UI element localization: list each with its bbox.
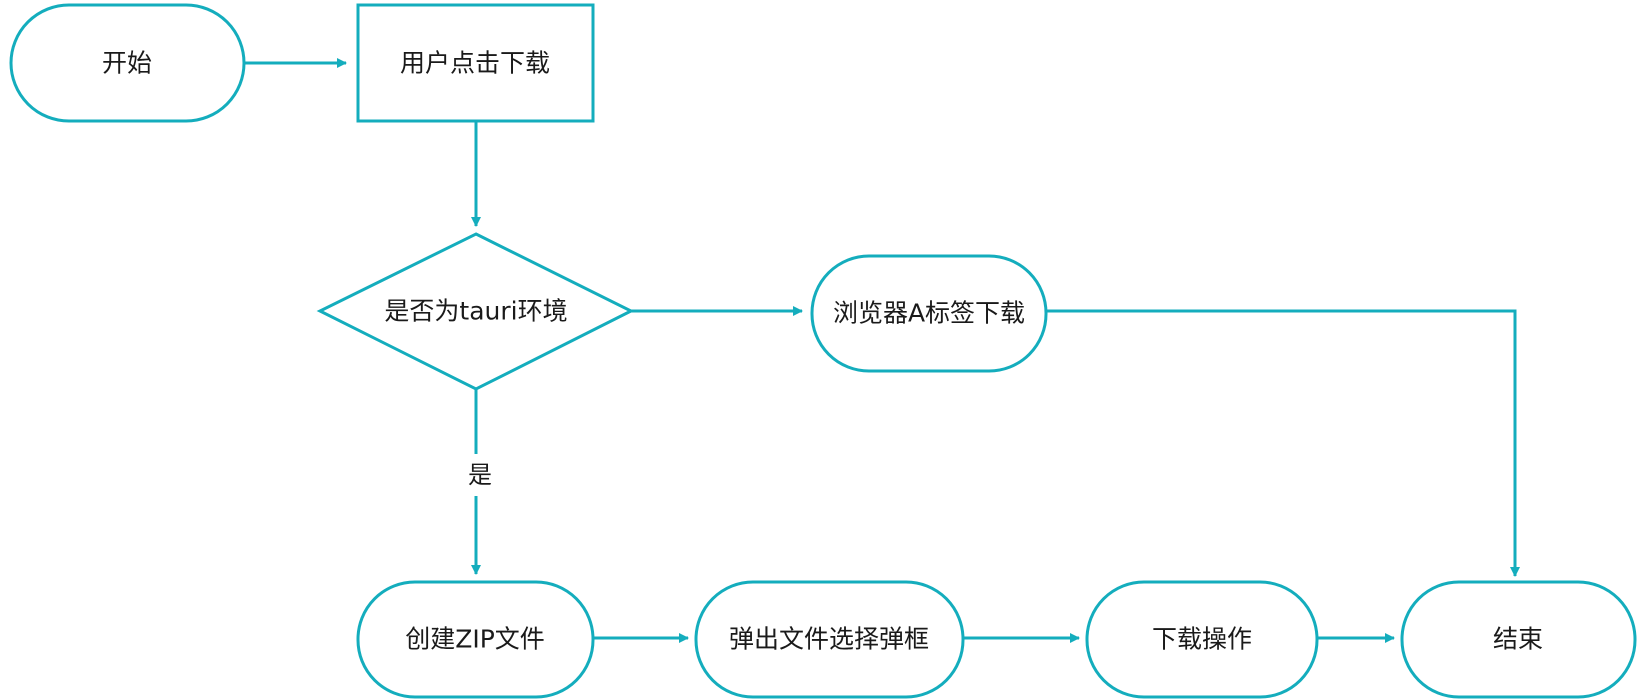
node-create-zip: 创建ZIP文件 — [356, 580, 595, 699]
node-download-op-label: 下载操作 — [1152, 625, 1252, 654]
node-browser-download-label: 浏览器A标签下载 — [833, 299, 1025, 328]
edge-label-yes: 是 — [458, 454, 494, 496]
node-end: 结束 — [1400, 580, 1637, 699]
node-is-tauri: 是否为tauri环境 — [316, 232, 635, 391]
node-download-op: 下载操作 — [1085, 580, 1319, 699]
node-click-download-label: 用户点击下载 — [400, 49, 550, 78]
node-start-label: 开始 — [102, 49, 152, 78]
node-click-download: 用户点击下载 — [356, 3, 595, 123]
node-file-dialog: 弹出文件选择弹框 — [694, 580, 965, 699]
node-start: 开始 — [9, 3, 246, 123]
edges — [244, 58, 1520, 643]
node-is-tauri-label: 是否为tauri环境 — [384, 297, 567, 326]
node-end-label: 结束 — [1493, 625, 1543, 654]
node-create-zip-label: 创建ZIP文件 — [405, 625, 545, 654]
node-browser-download: 浏览器A标签下载 — [810, 254, 1048, 373]
edge-browser-to-end — [1046, 309, 1520, 577]
node-file-dialog-label: 弹出文件选择弹框 — [729, 625, 929, 654]
edge-label-yes-text: 是 — [468, 461, 492, 489]
